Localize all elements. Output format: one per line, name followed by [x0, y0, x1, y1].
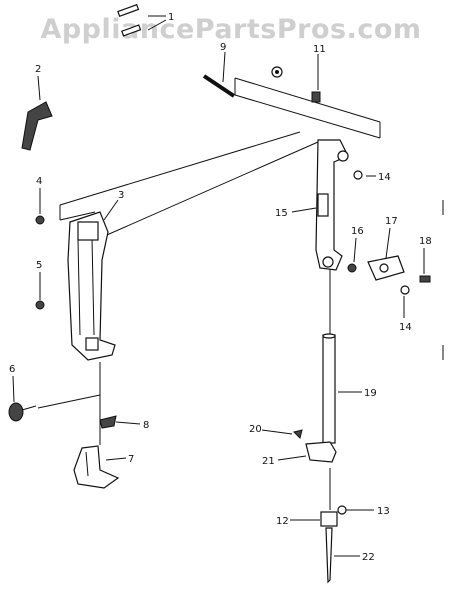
part-11-screw	[271, 66, 321, 103]
part-7-presser-foot	[73, 445, 120, 489]
label-2: 2	[35, 64, 41, 75]
part-20-guide	[293, 429, 303, 439]
part-17-thread-guide	[367, 255, 405, 281]
label-9: 9	[220, 42, 226, 53]
label-14-bottom: 14	[399, 322, 412, 333]
part-14-washer-bottom	[400, 285, 410, 295]
label-5: 5	[36, 260, 42, 271]
part-2-lever	[21, 101, 53, 151]
label-16: 16	[351, 226, 364, 237]
part-16-washer	[347, 263, 357, 273]
leader-lines	[12, 15, 425, 557]
part-1-pins	[117, 3, 142, 37]
label-7: 7	[128, 454, 134, 465]
part-9-pin	[202, 74, 236, 98]
label-3: 3	[118, 190, 124, 201]
part-18-screw	[419, 275, 431, 283]
part-22-needle	[325, 527, 333, 584]
part-13-screw	[337, 505, 347, 515]
label-21: 21	[262, 456, 275, 467]
label-14-top: 14	[378, 172, 391, 183]
part-14-washer-top	[353, 170, 363, 180]
label-15: 15	[275, 208, 288, 219]
part-3-presser-bar-bracket	[67, 211, 116, 361]
label-11: 11	[313, 44, 326, 55]
part-15-needle-bar-bracket	[315, 139, 349, 271]
label-18: 18	[419, 236, 432, 247]
label-12: 12	[276, 516, 289, 527]
part-5-screw	[35, 300, 45, 310]
label-19: 19	[364, 388, 377, 399]
label-6: 6	[9, 364, 15, 375]
part-12-needle-clamp	[320, 511, 338, 527]
label-1: 1	[168, 12, 174, 23]
part-8-clip	[99, 415, 117, 429]
label-4: 4	[36, 176, 42, 187]
part-21-clamp	[305, 441, 337, 463]
label-22: 22	[362, 552, 375, 563]
label-20: 20	[249, 424, 262, 435]
part-19-needle-bar	[322, 333, 336, 444]
label-17: 17	[385, 216, 398, 227]
label-8: 8	[143, 420, 149, 431]
part-6-thumb-screw	[8, 402, 37, 422]
label-13: 13	[377, 506, 390, 517]
watermark-text: AppliancePartsPros.com	[40, 14, 422, 45]
part-4-screw	[35, 215, 45, 225]
part-labels: 1 2 3 4 5 6 7 8 9 11 14 15 16 17 18 14 1…	[9, 12, 432, 563]
